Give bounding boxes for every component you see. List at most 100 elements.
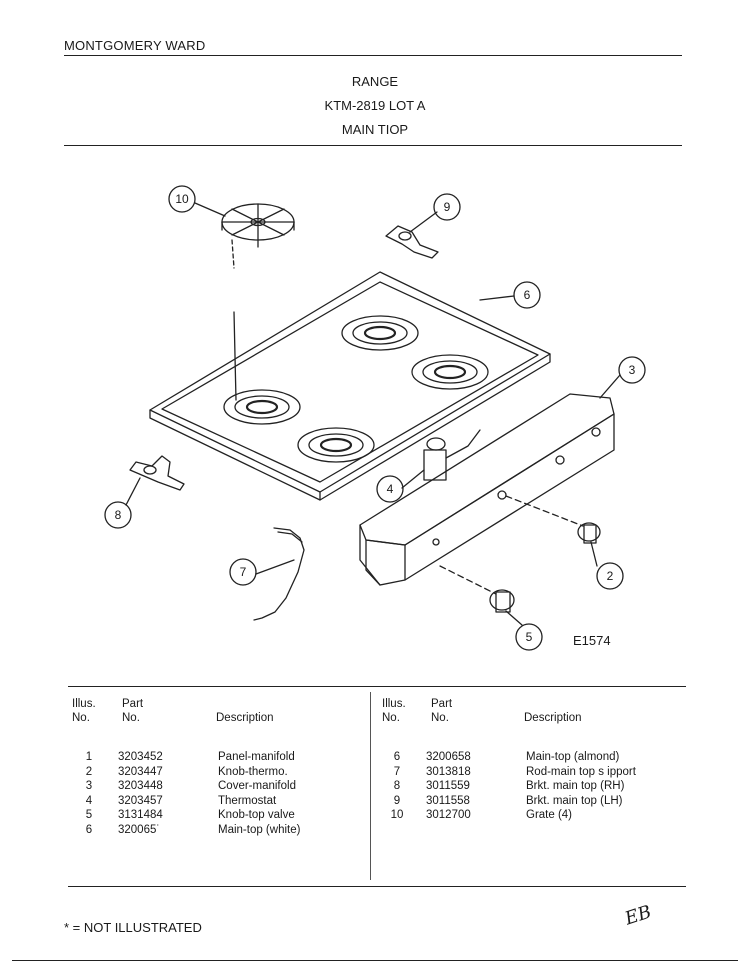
callout-2-circle xyxy=(596,562,624,590)
row-description: Brkt. main top (RH) xyxy=(526,780,625,793)
callout-4-leader xyxy=(401,469,425,489)
grate-leader-upper xyxy=(231,239,235,269)
row-description: Knob-top valve xyxy=(218,809,295,822)
burner-rear-left xyxy=(341,315,419,351)
row-part-no: 3012700 xyxy=(426,809,471,822)
bracket-lh-part xyxy=(385,225,439,259)
figure-code: E1574 xyxy=(573,633,611,648)
callout-3-leader xyxy=(599,374,621,399)
exploded-parts-diagram: 2 3 4 5 6 7 8 9 10 xyxy=(104,185,646,651)
callout-8-label: 8 xyxy=(115,508,122,522)
row-illus-no: 7 xyxy=(393,765,401,778)
burner-front-right xyxy=(297,427,375,463)
row-part-no: 3203457 xyxy=(118,794,163,807)
row-description: Grate (4) xyxy=(526,809,573,822)
callout-8-leader xyxy=(125,477,141,506)
callout-7-circle xyxy=(229,558,257,586)
title-rule xyxy=(64,145,682,146)
row-illus-no: 9 xyxy=(393,794,401,807)
row-description: Main-top (almond) xyxy=(526,751,620,763)
row-illus-no: 8 xyxy=(393,780,401,793)
cover-manifold-part xyxy=(359,393,615,586)
row-description: Panel-manifold xyxy=(218,751,295,763)
table-row: 7 3013818 Rod-main top s ipport xyxy=(378,765,688,780)
row-part-no: 3011558 xyxy=(426,794,470,807)
callout-10-label: 10 xyxy=(175,192,189,206)
header-illus-no: No. xyxy=(72,712,90,724)
callout-5-label: 5 xyxy=(526,630,533,644)
callout-6-label: 6 xyxy=(524,288,531,302)
table-top-rule xyxy=(68,686,686,687)
callout-8-circle xyxy=(104,501,132,529)
parts-list-right: 6 3200658 Main-top (almond) 7 3013818 Ro… xyxy=(378,750,688,823)
row-illus-no: 10 xyxy=(390,809,404,822)
callout-7-label: 7 xyxy=(240,565,247,579)
row-part-no: 3203448 xyxy=(118,780,163,793)
header-part: Part xyxy=(122,698,144,710)
brand-name: MONTGOMERY WARD xyxy=(64,38,206,53)
callout-6-leader xyxy=(479,295,515,301)
callout-9-circle xyxy=(433,193,461,221)
table-row: 6 320065˙ Main-top (white) xyxy=(70,823,370,838)
table-row: 9 3011558 Brkt. main top (LH) xyxy=(378,794,688,809)
doc-title-section: MAIN TIOP xyxy=(341,122,409,137)
callout-10-leader xyxy=(194,202,226,217)
row-part-no: 3131484 xyxy=(118,809,163,822)
main-top-panel xyxy=(149,271,551,501)
header-part-no: No. xyxy=(431,712,449,724)
grate-leader-lower xyxy=(233,311,237,401)
table-row: 1 3203452 Panel-manifold xyxy=(70,750,370,765)
callout-5-circle xyxy=(515,623,543,651)
row-part-no: 3203452 xyxy=(118,751,163,763)
callout-2-leader xyxy=(590,541,598,567)
callout-4-circle xyxy=(376,475,404,503)
table-row: 5 3131484 Knob-top valve xyxy=(70,808,370,823)
header-illus-no: No. xyxy=(382,712,400,724)
thermostat-part xyxy=(423,429,481,481)
row-description: Rod-main top s ipport xyxy=(526,765,636,778)
callout-2-label: 2 xyxy=(607,569,614,583)
table-row: 2 3203447 Knob-thermo. xyxy=(70,765,370,780)
knob-thermo-leader xyxy=(505,495,584,527)
table-row: 3 3203448 Cover-manifold xyxy=(70,779,370,794)
page-bottom-rule xyxy=(12,960,738,961)
callout-5-leader xyxy=(505,610,523,626)
burner-front-left xyxy=(223,389,301,425)
row-description: Knob-thermo. xyxy=(218,765,288,778)
callout-3-circle xyxy=(618,356,646,384)
header-description: Description xyxy=(216,712,274,724)
row-description: Main-top (white) xyxy=(218,823,301,836)
knob-thermo-part xyxy=(577,522,601,544)
row-part-no: 3011559 xyxy=(426,780,470,793)
doc-title-model: KTM-2819 LOT A xyxy=(324,98,426,113)
callout-9-leader xyxy=(409,211,438,233)
header-part: Part xyxy=(431,698,453,710)
row-illus-no: 6 xyxy=(85,823,93,836)
knob-valve-leader xyxy=(439,565,497,595)
knob-top-valve-part xyxy=(489,589,515,613)
table-bottom-rule xyxy=(68,886,686,887)
row-description: Cover-manifold xyxy=(218,780,296,793)
callout-4-label: 4 xyxy=(387,482,394,496)
row-part-no: 3203447 xyxy=(118,765,163,778)
header-description: Description xyxy=(524,712,582,724)
row-part-no: 320065˙ xyxy=(118,823,161,836)
row-illus-no: 1 xyxy=(85,751,93,763)
table-row: 8 3011559 Brkt. main top (RH) xyxy=(378,779,688,794)
row-part-no: 3013818 xyxy=(426,765,471,778)
row-illus-no: 5 xyxy=(85,809,93,822)
not-illustrated-note: * = NOT ILLUSTRATED xyxy=(64,920,202,935)
header-illus: Illus. xyxy=(72,698,96,710)
header-part-no: No. xyxy=(122,712,140,724)
handwritten-initials: EB xyxy=(622,901,654,930)
bracket-rh-part xyxy=(129,455,185,491)
header-illus: Illus. xyxy=(382,698,406,710)
header-rule xyxy=(64,55,682,56)
row-illus-no: 3 xyxy=(85,780,93,793)
callout-3-label: 3 xyxy=(629,363,636,377)
row-illus-no: 6 xyxy=(393,751,401,763)
burner-rear-right xyxy=(411,354,489,390)
grate-part xyxy=(221,203,295,248)
table-divider xyxy=(370,692,371,880)
row-illus-no: 4 xyxy=(85,794,93,807)
